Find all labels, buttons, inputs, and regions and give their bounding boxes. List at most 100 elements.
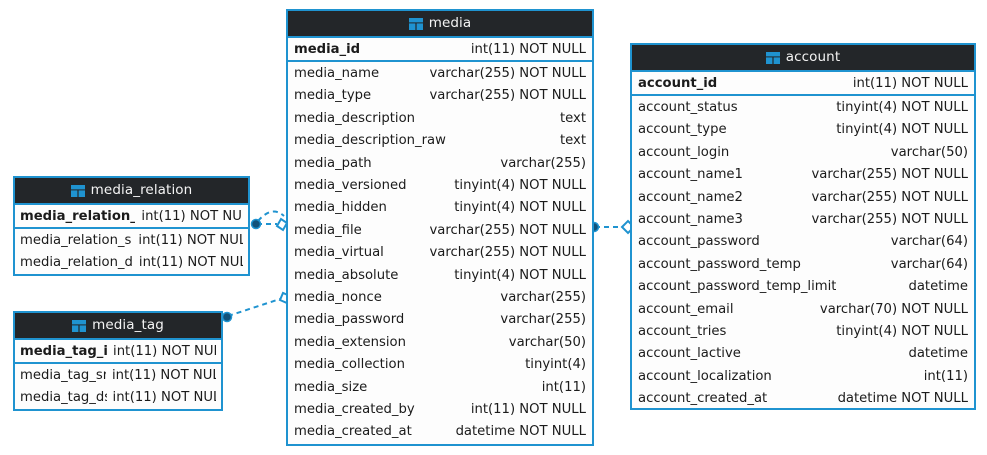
column-name: account_name3 — [638, 212, 743, 228]
column-name: media_relation_dst — [20, 254, 133, 270]
column-row[interactable]: account_email varchar(70) NOT NULL — [632, 298, 974, 320]
column-name: media_password — [294, 312, 405, 328]
column-type: varchar(255) NOT NULL — [429, 222, 587, 238]
column-row-pk[interactable]: media_tag_id int(11) NOT NULL — [15, 340, 221, 362]
column-row[interactable]: account_tries tinyint(4) NOT NULL — [632, 320, 974, 342]
column-row-pk[interactable]: media_id int(11) NOT NULL — [288, 38, 592, 60]
column-row-pk[interactable]: media_relation_id int(11) NOT NULL — [15, 205, 248, 227]
entity-media[interactable]: media media_id int(11) NOT NULL media_na… — [286, 9, 594, 446]
relationship-line — [257, 210, 285, 222]
column-row[interactable]: media_name varchar(255) NOT NULL — [288, 62, 592, 84]
column-name: account_tries — [638, 323, 727, 339]
column-name: account_password — [638, 234, 760, 250]
column-row-pk[interactable]: account_id int(11) NOT NULL — [632, 72, 974, 94]
column-name: account_email — [638, 301, 734, 317]
column-type: varchar(255) NOT NULL — [429, 245, 587, 261]
column-type: varchar(50) — [890, 144, 968, 160]
column-name: media_versioned — [294, 178, 407, 194]
table-icon — [408, 17, 423, 30]
column-name: account_status — [638, 100, 738, 116]
column-type: varchar(255) — [500, 289, 586, 305]
column-type: varchar(50) — [508, 334, 586, 350]
column-name: account_login — [638, 144, 730, 160]
column-row[interactable]: media_absolute tinyint(4) NOT NULL — [288, 264, 592, 286]
column-name: account_type — [638, 122, 727, 138]
column-type: int(11) NOT NULL — [138, 254, 243, 270]
column-row[interactable]: account_password varchar(64) — [632, 231, 974, 253]
column-row[interactable]: media_relation_dst int(11) NOT NULL — [15, 251, 248, 273]
columns-section: media_name varchar(255) NOT NULL media_ty… — [288, 62, 592, 443]
column-name: account_password_temp_limit — [638, 279, 837, 295]
column-type: tinyint(4) NOT NULL — [836, 323, 968, 339]
entity-media-tag[interactable]: media_tag media_tag_id int(11) NOT NULL … — [13, 311, 223, 411]
primary-key-section: media_id int(11) NOT NULL — [288, 38, 592, 63]
column-type: datetime — [908, 346, 968, 362]
column-type: varchar(255) NOT NULL — [429, 66, 587, 82]
column-type: varchar(64) — [890, 234, 968, 250]
column-type: varchar(255) NOT NULL — [811, 189, 969, 205]
relationship-media-relation-media-b[interactable] — [257, 210, 285, 222]
primary-key-section: account_id int(11) NOT NULL — [632, 72, 974, 97]
column-name: media_virtual — [294, 245, 384, 261]
column-type: int(11) NOT NULL — [111, 367, 216, 383]
column-type: datetime NOT NULL — [837, 391, 968, 407]
column-name: media_extension — [294, 334, 406, 350]
column-name: media_size — [294, 379, 368, 395]
column-type: datetime NOT NULL — [455, 424, 586, 440]
relationship-media-tag-media[interactable] — [221, 291, 292, 323]
column-row[interactable]: account_login varchar(50) — [632, 141, 974, 163]
entity-account[interactable]: account account_id int(11) NOT NULL acco… — [630, 43, 976, 410]
column-type: tinyint(4) NOT NULL — [454, 267, 586, 283]
column-name: media_id — [294, 41, 361, 57]
column-name: media_name — [294, 66, 380, 82]
entity-header-media: media — [288, 11, 592, 38]
column-name: media_description — [294, 110, 415, 126]
column-name: account_name1 — [638, 167, 743, 183]
column-name: media_absolute — [294, 267, 399, 283]
column-name: media_tag_dst — [20, 389, 107, 405]
column-type: varchar(70) NOT NULL — [819, 301, 968, 317]
entity-title: media_tag — [92, 316, 164, 333]
table-icon — [72, 319, 87, 332]
column-type: tinyint(4) NOT NULL — [454, 200, 586, 216]
column-row[interactable]: media_virtual varchar(255) NOT NULL — [288, 242, 592, 264]
entity-media-relation[interactable]: media_relation media_relation_id int(11)… — [13, 176, 250, 276]
column-type: int(11) NOT NULL — [113, 343, 216, 359]
table-icon — [70, 184, 85, 197]
column-type: text — [559, 133, 586, 149]
filled-circle-marker — [250, 218, 262, 230]
column-type: varchar(255) — [500, 155, 586, 171]
column-row[interactable]: media_extension varchar(50) — [288, 331, 592, 353]
entity-title: account — [785, 48, 841, 65]
relationship-media-account[interactable] — [588, 219, 636, 235]
relationship-media-relation-media-a[interactable] — [250, 217, 289, 232]
